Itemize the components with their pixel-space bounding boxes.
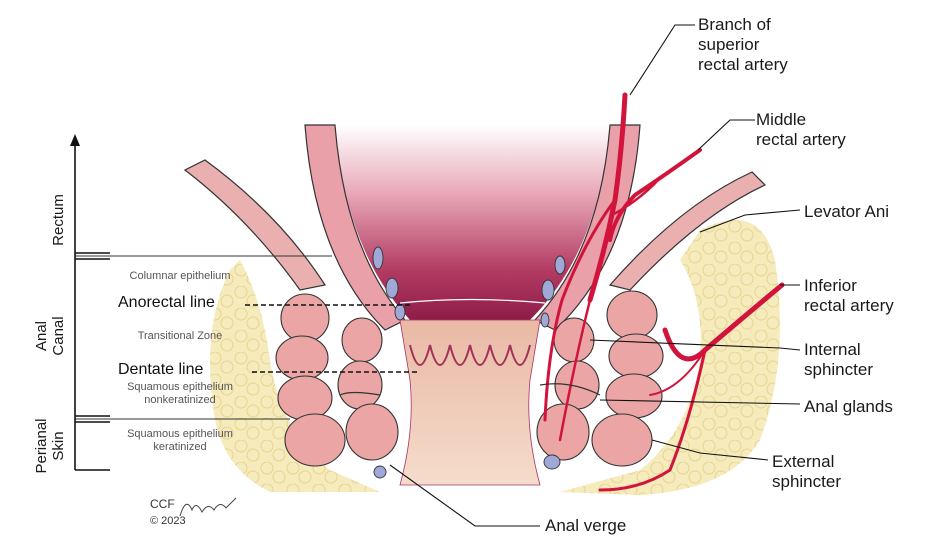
credit-year: © 2023 bbox=[150, 515, 186, 527]
credit-org: CCF bbox=[150, 497, 175, 511]
label-internal-sphincter: Internal sphincter bbox=[804, 340, 873, 379]
label-levator-ani: Levator Ani bbox=[804, 202, 890, 221]
label-branch-superior-rectal-artery: Branch of superior rectal artery bbox=[698, 15, 788, 74]
zone-squamous-nonkeratinized-line2: nonkeratinized bbox=[144, 394, 216, 406]
internal-sphincter-left bbox=[337, 317, 399, 461]
anal-columns bbox=[409, 344, 531, 366]
anal-glands-left bbox=[339, 391, 381, 396]
inferior-rectal-artery bbox=[598, 282, 785, 492]
zone-squamous-nonkeratinized-line1: Squamous epithelium bbox=[127, 381, 233, 393]
label-dentate-line: Dentate line bbox=[118, 361, 204, 378]
fat-tissue-right bbox=[560, 220, 780, 495]
label-anal-glands: Anal glands bbox=[804, 397, 893, 416]
venous-plexus bbox=[372, 246, 566, 479]
region-ticks bbox=[75, 252, 110, 471]
label-middle-rectal-artery: Middle rectal artery bbox=[756, 110, 846, 149]
label-inferior-rectal-artery: Inferior rectal artery bbox=[804, 276, 894, 315]
rectal-wall-left bbox=[304, 124, 406, 331]
zone-squamous-keratinized-line2: keratinized bbox=[153, 441, 207, 453]
label-anal-verge: Anal verge bbox=[545, 516, 627, 535]
anal-canal bbox=[399, 319, 541, 486]
anorectal-arc bbox=[399, 298, 546, 304]
region-perianal-skin: Perianal Skin bbox=[33, 418, 67, 474]
anal-glands-right bbox=[539, 383, 601, 396]
levator-ani-right bbox=[608, 171, 767, 291]
axis-arrow-icon bbox=[70, 134, 80, 146]
levator-ani-left bbox=[183, 159, 326, 291]
middle-rectal-artery bbox=[608, 148, 702, 242]
fat-tissue-left bbox=[210, 260, 380, 492]
zone-squamous-keratinized-line1: Squamous epithelium bbox=[127, 428, 233, 440]
leader-lines bbox=[389, 24, 801, 527]
zone-squamous-nonkeratinized: Squamous epithelium nonkeratinized bbox=[110, 381, 250, 407]
zone-squamous-keratinized: Squamous epithelium keratinized bbox=[110, 428, 250, 454]
external-sphincter-left bbox=[275, 293, 346, 467]
artist-signature-icon bbox=[179, 497, 237, 517]
external-sphincter-right bbox=[591, 290, 664, 467]
rectal-lumen bbox=[335, 125, 610, 320]
superior-rectal-artery bbox=[543, 92, 628, 442]
label-anorectal-line: Anorectal line bbox=[118, 294, 215, 311]
region-rectum: Rectum bbox=[50, 194, 67, 246]
label-external-sphincter: External sphincter bbox=[772, 452, 841, 491]
zone-columnar-epithelium: Columnar epithelium bbox=[129, 270, 231, 282]
zone-transitional: Transitional Zone bbox=[137, 330, 223, 342]
region-anal-canal: Anal Canal bbox=[33, 316, 67, 356]
